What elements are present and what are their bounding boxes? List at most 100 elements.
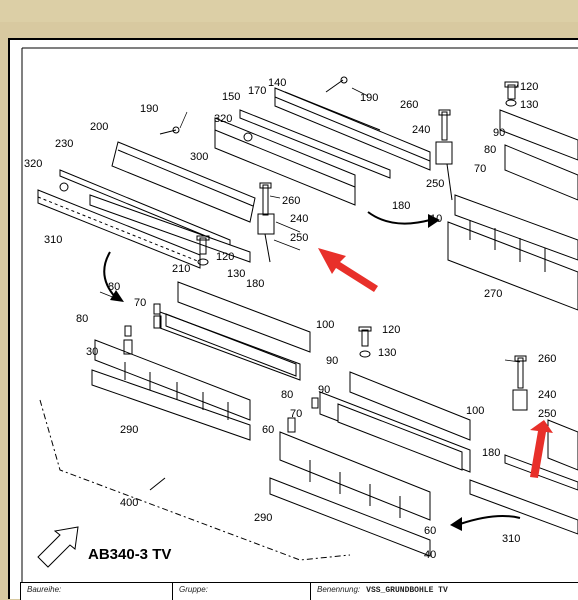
part-label-60: 60 xyxy=(262,424,274,436)
part-label-70: 70 xyxy=(290,408,302,420)
part-label-240: 240 xyxy=(412,124,430,136)
part-label-170: 170 xyxy=(248,85,266,97)
part-label-140: 140 xyxy=(268,77,286,89)
drawing-frame xyxy=(8,38,578,599)
part-label-320: 320 xyxy=(214,113,232,125)
arrow-black-left xyxy=(103,251,117,299)
part-label-240: 240 xyxy=(538,389,556,401)
red-arrow-right xyxy=(530,420,553,478)
part-label-200: 200 xyxy=(90,121,108,133)
arrow-black-bottom xyxy=(459,515,521,525)
bolt-120a xyxy=(504,81,519,107)
bolt-80-left xyxy=(123,325,133,355)
bolt-190b xyxy=(325,76,348,93)
benennung-label: Benennung: xyxy=(317,585,361,594)
red-arrow-mid xyxy=(318,248,378,292)
part-260-bolt-top xyxy=(438,109,451,141)
part-240-bracket-top xyxy=(435,141,453,165)
part-label-120: 120 xyxy=(520,81,538,93)
part-260-bolt-mid xyxy=(259,182,272,216)
part-label-240: 240 xyxy=(290,213,308,225)
bolt-120b xyxy=(196,235,210,266)
part-label-250: 250 xyxy=(426,178,444,190)
part-180-rail-right xyxy=(504,454,578,491)
part-label-260: 260 xyxy=(538,353,556,365)
bolt-320b xyxy=(59,182,69,192)
part-10-frame xyxy=(454,194,578,261)
part-label-310: 310 xyxy=(502,533,520,545)
part-label-260: 260 xyxy=(282,195,300,207)
part-label-80: 80 xyxy=(108,281,120,293)
part-label-40: 40 xyxy=(424,549,436,561)
part-right-end-blades xyxy=(547,419,578,471)
part-90-seal-mid xyxy=(159,311,301,381)
bolt-80-center xyxy=(287,397,319,433)
bolt-120c xyxy=(358,326,372,358)
part-310-rail-right xyxy=(469,479,578,535)
part-290-blade-left xyxy=(91,369,251,441)
model-label: AB340-3 TV xyxy=(88,546,171,563)
bolt-320a xyxy=(243,132,253,142)
part-30-plate xyxy=(94,339,251,421)
part-label-80: 80 xyxy=(484,144,496,156)
part-label-70: 70 xyxy=(134,297,146,309)
part-label-80: 80 xyxy=(76,313,88,325)
gruppe-cell: Gruppe: xyxy=(172,583,310,600)
part-label-90: 90 xyxy=(493,127,505,139)
part-label-130: 130 xyxy=(227,268,245,280)
part-label-290: 290 xyxy=(254,512,272,524)
bolt-80-top-left xyxy=(153,303,162,329)
part-400-outline xyxy=(39,399,351,561)
part-290-blade-center xyxy=(269,477,431,557)
part-100-plate-right xyxy=(349,371,471,441)
part-label-80: 80 xyxy=(281,389,293,401)
studs-center-low xyxy=(309,460,401,518)
part-150-rail xyxy=(239,109,391,179)
part-90-seal-top xyxy=(504,144,578,201)
part-label-250: 250 xyxy=(290,232,308,244)
studs-left-low xyxy=(124,362,229,420)
arrow-black-top xyxy=(367,211,431,225)
direction-arrow-icon xyxy=(37,526,79,568)
part-label-130: 130 xyxy=(378,347,396,359)
part-label-100: 100 xyxy=(466,405,484,417)
part-label-260: 260 xyxy=(400,99,418,111)
part-260-bolt-low xyxy=(514,355,527,389)
part-label-180: 180 xyxy=(246,278,264,290)
part-label-90: 90 xyxy=(318,384,330,396)
part-label-190: 190 xyxy=(140,103,158,115)
part-stack-center xyxy=(279,431,431,521)
part-310-rail xyxy=(37,189,201,269)
part-label-60: 60 xyxy=(424,525,436,537)
part-label-150: 150 xyxy=(222,91,240,103)
part-270-base xyxy=(447,221,578,311)
part-label-120: 120 xyxy=(382,324,400,336)
part-label-100: 100 xyxy=(316,319,334,331)
part-label-180: 180 xyxy=(392,200,410,212)
part-label-290: 290 xyxy=(120,424,138,436)
part-label-120: 120 xyxy=(216,251,234,263)
part-210-plate xyxy=(89,194,251,263)
baureihe-cell: Baureihe: xyxy=(20,583,172,600)
part-label-10: 10 xyxy=(430,213,442,225)
benennung-value: VSS_GRUNDBOHLE TV xyxy=(366,586,448,595)
part-right-top-plate xyxy=(499,109,578,161)
part-label-130: 130 xyxy=(520,99,538,111)
part-label-70: 70 xyxy=(474,163,486,175)
part-label-90: 90 xyxy=(326,355,338,367)
part-label-400: 400 xyxy=(120,497,138,509)
part-label-300: 300 xyxy=(190,151,208,163)
top-band xyxy=(0,0,578,22)
part-label-250: 250 xyxy=(538,408,556,420)
part-label-30: 30 xyxy=(86,346,98,358)
part-label-320: 320 xyxy=(24,158,42,170)
part-240-bracket-low xyxy=(512,389,528,411)
part-label-310: 310 xyxy=(44,234,62,246)
bolt-190a xyxy=(159,126,180,135)
part-90-seal-low xyxy=(337,403,463,471)
part-label-210: 210 xyxy=(172,263,190,275)
part-100-plate-mid xyxy=(177,281,311,353)
part-label-270: 270 xyxy=(484,288,502,300)
